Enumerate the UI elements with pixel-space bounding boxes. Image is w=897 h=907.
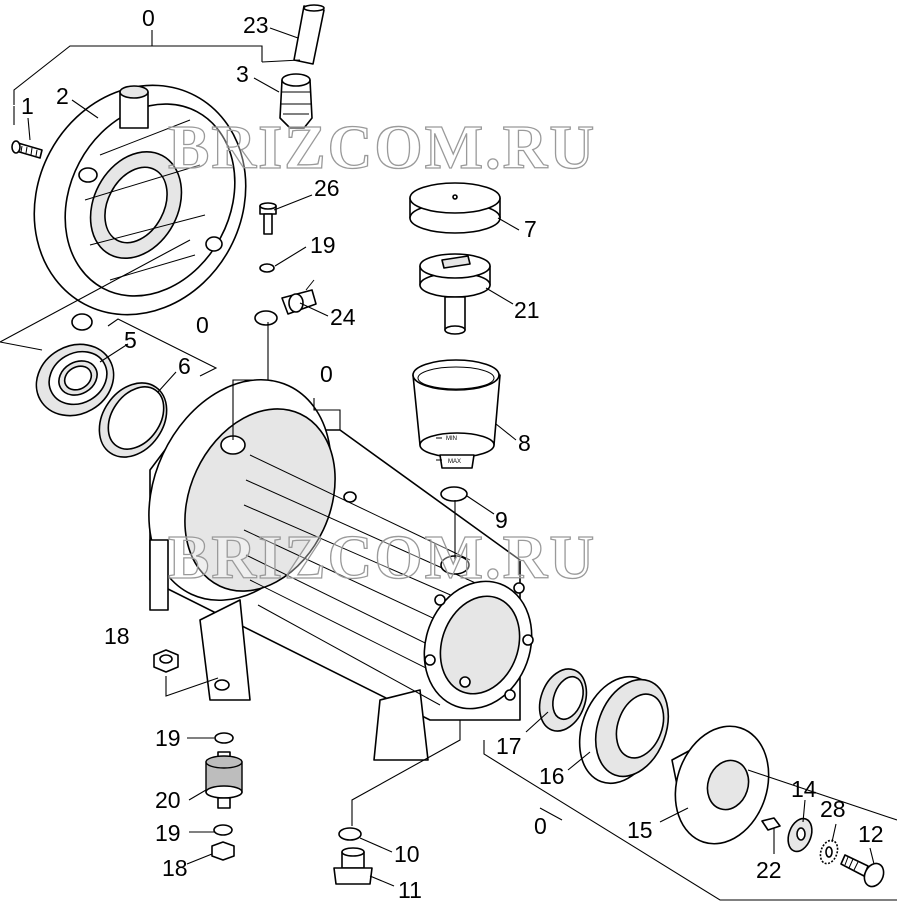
callout-3: 3 [236,61,249,87]
callout-15: 15 [627,817,653,843]
part-24-washer [254,310,278,326]
main-housing [148,378,534,761]
part-1-screw [11,140,43,159]
callout-0-housing: 0 [320,361,333,387]
callout-0-bearing-set: 0 [196,312,209,338]
callout-2: 2 [56,83,69,109]
callout-26: 26 [314,175,340,201]
part-16-tapered-bearing [578,675,670,785]
callout-19-mid: 19 [155,725,181,751]
part-20-rubber-mount [205,751,243,809]
part-7-cap [409,182,501,234]
callout-19-lower: 19 [155,820,181,846]
callout-23: 23 [243,12,269,38]
callout-0-assembly: 0 [142,5,155,31]
callout-12: 12 [858,821,884,847]
part-26-bolt [259,202,277,235]
part-3-fitting [279,73,313,129]
callout-28: 28 [820,796,846,822]
callout-17: 17 [496,733,522,759]
part-8-reservoir: MIN MAX [412,359,501,469]
callout-20: 20 [155,787,181,813]
callout-9: 9 [495,507,508,533]
callout-6: 6 [178,353,191,379]
callout-22: 22 [756,857,782,883]
leader-lines [0,27,897,901]
callout-8: 8 [518,430,531,456]
callout-10: 10 [394,841,420,867]
part-10-o-ring [338,827,362,841]
part-12-cap-screw [840,854,885,888]
part-9-o-ring [440,486,468,502]
callout-11: 11 [398,877,422,903]
part-18-nut-upper [153,649,179,673]
part-28-lock-washer [819,839,839,865]
callout-5: 5 [124,327,137,353]
part-2-flange-housing [33,84,247,331]
callout-0-shaft-set: 0 [534,813,547,839]
watermark-top: BRIZCOM.RU [168,114,596,182]
sight-glass-max-label: MAX [448,459,461,465]
callout-7: 7 [524,216,537,242]
callout-18-upper: 18 [104,623,130,649]
part-21-plug [419,253,491,335]
callout-19: 19 [310,232,336,258]
part-23-hose [293,4,325,65]
part-19-washer-upper [259,263,275,273]
part-11-drain-plug [333,847,373,885]
callout-24: 24 [330,304,356,330]
part-19-washer-lower [213,824,233,836]
callout-14: 14 [791,776,817,802]
callout-16: 16 [539,763,565,789]
part-15-cover [671,725,770,845]
part-18-nut-lower [211,841,235,861]
watermark-middle: BRIZCOM.RU [168,524,596,592]
part-24-sensor [281,279,317,315]
part-5-bearing [35,343,115,417]
part-22-key [761,817,781,831]
callout-labels: 0 23 3 1 2 26 7 19 21 24 0 5 6 0 8 9 18 … [21,5,884,903]
callout-18-lower: 18 [162,855,188,881]
part-17-seal [538,668,588,732]
part-14-washer [787,817,813,853]
sight-glass-min-label: MIN [446,436,457,442]
callout-1: 1 [21,93,34,119]
callout-21: 21 [514,297,540,323]
part-6-ring [98,382,168,458]
part-19-washer-mid [214,732,234,744]
